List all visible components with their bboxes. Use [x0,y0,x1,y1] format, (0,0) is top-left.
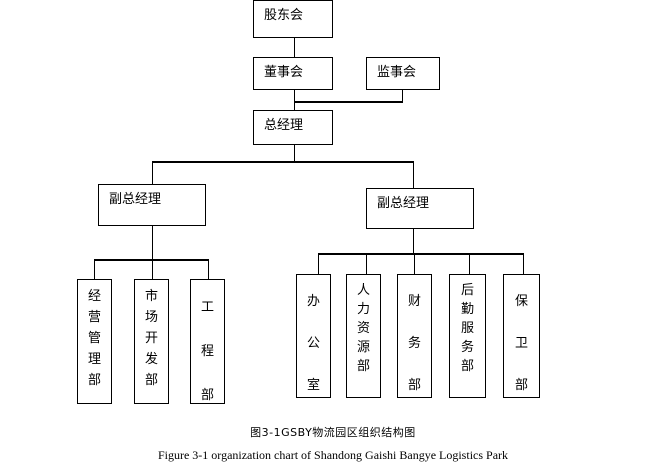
dept-business-management-box: 经营管理部 [77,279,112,404]
dept-market-development-box: 市场开发部 [134,279,169,404]
connector-right-dept-4 [469,253,470,274]
dept-human-resources-box: 人力资源部 [346,274,381,398]
dept-office-label: 办公室 [306,294,320,393]
shareholders-meeting-box: 股东会 [253,0,333,38]
connector-right-dept-1 [318,253,319,274]
connector-supervisory-vertical [402,90,403,102]
deputy-gm-left-box: 副总经理 [98,184,206,226]
connector-left-depts-horizontal [94,259,209,261]
connector-deputy-left-down [152,226,153,260]
connector-left-dept-2 [152,259,153,279]
connector-gm-down [294,145,295,162]
connector-board-gm [294,90,295,110]
dept-security-label: 保卫部 [514,294,528,393]
board-of-directors-box: 董事会 [253,57,333,90]
figure-caption-english: Figure 3-1 organization chart of Shandon… [157,448,509,462]
dept-security-box: 保卫部 [503,274,540,398]
dept-logistics-services-box: 后勤服务部 [449,274,486,398]
connector-deputy-right-down [413,229,414,254]
connector-right-dept-2 [366,253,367,274]
dept-engineering-label: 工程部 [200,300,214,403]
connector-deputy-right-up [413,161,414,188]
dept-human-resources-label: 人力资源部 [356,283,370,374]
deputy-gm-right-label: 副总经理 [377,196,430,211]
connector-deputy-left-up [152,161,153,184]
connector-supervisory-horizontal [294,101,403,103]
dept-finance-label: 财务部 [407,294,421,393]
connector-deputies-horizontal [152,161,414,163]
connector-right-dept-3 [414,253,415,274]
board-of-directors-label: 董事会 [264,65,304,80]
connector-left-dept-3 [208,259,209,279]
shareholders-meeting-label: 股东会 [264,8,304,23]
dept-engineering-box: 工程部 [190,279,225,404]
dept-finance-box: 财务部 [397,274,432,398]
connector-left-dept-1 [94,259,95,279]
supervisory-board-box: 监事会 [366,57,440,90]
figure-caption-chinese: 图3-1GSBY物流园区组织结构图 [250,426,416,439]
dept-office-box: 办公室 [296,274,331,398]
connector-right-dept-5 [523,253,524,274]
general-manager-label: 总经理 [264,118,304,133]
deputy-gm-left-label: 副总经理 [109,192,162,207]
dept-business-management-label: 经营管理部 [87,289,101,388]
deputy-gm-right-box: 副总经理 [366,188,474,229]
connector-right-depts-horizontal [318,253,524,255]
supervisory-board-label: 监事会 [377,65,417,80]
dept-logistics-services-label: 后勤服务部 [460,283,474,374]
connector-shareholders-board [294,38,295,60]
dept-market-development-label: 市场开发部 [144,289,158,388]
general-manager-box: 总经理 [253,110,333,145]
